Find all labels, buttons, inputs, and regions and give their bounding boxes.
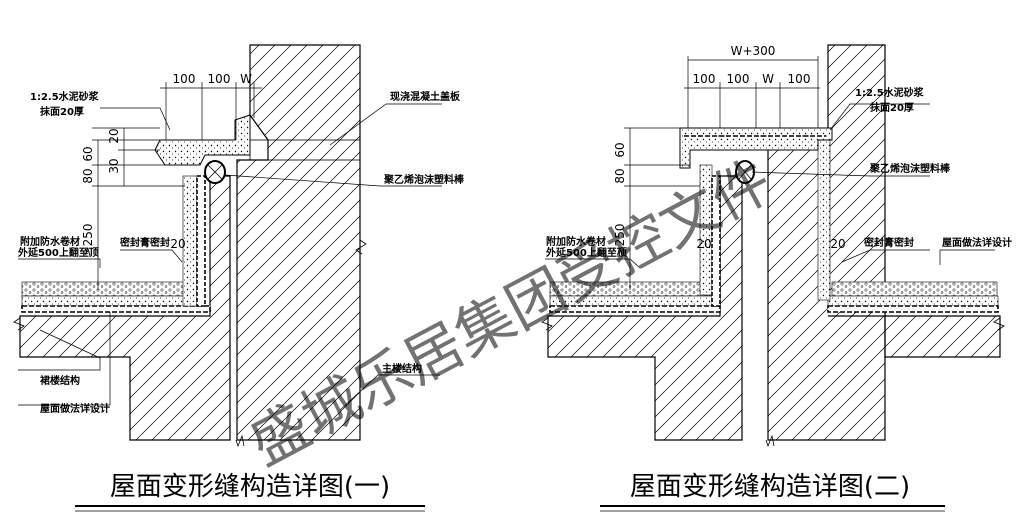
detail-1: 100 100 W 20 60 30 80 ≥250 20 xyxy=(13,44,465,512)
note2-mortar-thickness: 抹面20厚 xyxy=(870,101,914,114)
detail-2-title: 屋面变形缝构造详图(二) xyxy=(630,472,910,502)
note-mortar-thickness: 抹面20厚 xyxy=(40,105,84,118)
note-podium-structure: 裙楼结构 xyxy=(40,374,80,387)
main-structure-wall xyxy=(236,44,361,441)
dim-left2-80: 80 xyxy=(613,168,627,183)
cover-slab xyxy=(249,139,361,161)
dim-left-60: 60 xyxy=(81,146,95,161)
note2-sealant: 密封膏密封 xyxy=(864,236,914,249)
note-cover-slab: 现浇混凝土盖板 xyxy=(390,90,461,103)
dim-left2-250: ≥250 xyxy=(613,224,627,257)
note-roof-design: 屋面做法详设计 xyxy=(40,402,110,415)
leader-lines-1 xyxy=(18,103,442,411)
roof-layer-membrane xyxy=(21,305,211,313)
note-sealant: 密封膏密封 xyxy=(120,236,170,249)
roof-layer-screed xyxy=(21,295,198,307)
dim-top2-3: W xyxy=(762,72,774,86)
roof2-left-membrane xyxy=(549,305,721,313)
dimension-top-2 xyxy=(684,56,820,128)
dimension-left-2 xyxy=(624,127,700,290)
note2-extra-membrane-extent: 外延500上翻至顶 xyxy=(545,246,627,259)
note2-extra-membrane: 附加防水卷材 xyxy=(546,235,606,248)
dimension-left xyxy=(92,127,185,290)
detail-1-title: 屋面变形缝构造详图(一) xyxy=(110,472,390,502)
note2-roof-design: 屋面做法详设计 xyxy=(942,236,1012,249)
dim-top2-1: 100 xyxy=(693,72,716,86)
detail-2: W+300 100 100 W 100 60 80 ≥250 20 20 1:2… xyxy=(541,44,1012,512)
mortar-cap-2 xyxy=(679,127,833,169)
upturn-membrane xyxy=(196,175,206,307)
roof2-right-gravel xyxy=(831,281,998,297)
dim-seal-gap: 20 xyxy=(170,237,185,251)
dim-left-80: 80 xyxy=(81,168,95,183)
note-mortar: 1:2.5水泥砂浆 xyxy=(30,90,100,103)
dim-left-20: 20 xyxy=(107,128,121,143)
dim-left-30: 30 xyxy=(107,158,121,173)
dim-top-2: 100 xyxy=(208,72,231,86)
upturn2-right xyxy=(817,139,831,301)
leader-lines-2 xyxy=(545,103,995,269)
note-extra-membrane-extent: 外延500上翻至顶 xyxy=(17,246,99,259)
dim-top2-2: 100 xyxy=(727,72,750,86)
roof2-right-screed xyxy=(827,295,999,307)
dimension-top xyxy=(160,82,262,140)
roof2-right-membrane xyxy=(827,305,999,313)
note2-mortar: 1:2.5水泥砂浆 xyxy=(855,86,925,99)
mortar-cover xyxy=(154,114,251,166)
roof-layer-gravel xyxy=(21,281,193,297)
note-foam-rod: 聚乙烯泡沫塑料棒 xyxy=(383,173,465,186)
dim-top2-4: 100 xyxy=(788,72,811,86)
note2-foam-rod: 聚乙烯泡沫塑料棒 xyxy=(869,162,951,175)
dim-left-250: ≥250 xyxy=(81,224,95,257)
dim-top-1: 100 xyxy=(173,72,196,86)
upturn2-left-membrane xyxy=(711,175,721,307)
dim-seal2-left: 20 xyxy=(696,237,711,251)
dim-seal2-right: 20 xyxy=(830,237,845,251)
podium-structure xyxy=(19,175,231,441)
dim-overall-2: W+300 xyxy=(731,44,776,58)
note-extra-membrane: 附加防水卷材 xyxy=(20,235,80,248)
dim-left2-60: 60 xyxy=(613,142,627,157)
note-main-structure: 主楼结构 xyxy=(382,362,422,375)
dim-top-3: W xyxy=(240,72,252,86)
main-roof-slab-2 xyxy=(828,315,1001,358)
